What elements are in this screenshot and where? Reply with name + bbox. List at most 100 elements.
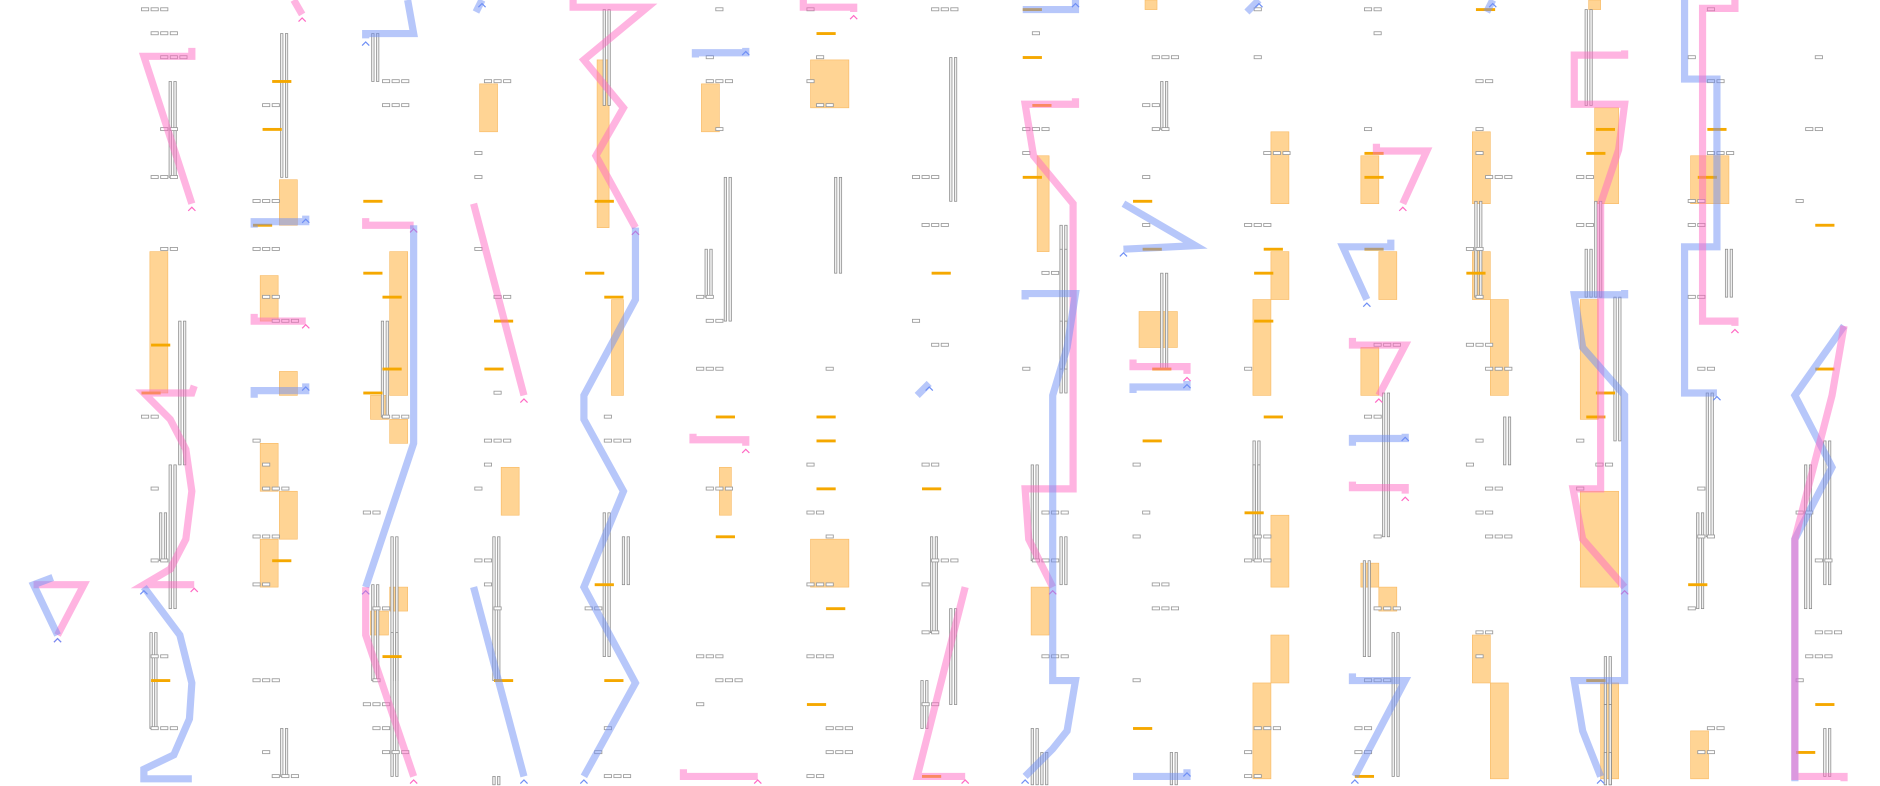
gray-box — [825, 103, 834, 108]
gray-box — [1504, 366, 1513, 371]
chevron-up-icon — [1362, 302, 1371, 308]
chevron-up-icon — [190, 587, 199, 593]
rail — [492, 776, 496, 786]
gray-box — [1041, 654, 1050, 659]
orange-tick — [1595, 391, 1616, 395]
blue-path — [1348, 673, 1412, 779]
gray-box — [391, 414, 400, 419]
gray-box — [806, 79, 815, 84]
orange-tick — [382, 655, 402, 659]
rail — [723, 176, 727, 322]
gray-box — [1051, 270, 1060, 275]
gray-box — [1132, 678, 1141, 683]
gray-box — [1465, 342, 1474, 347]
rail — [1696, 512, 1700, 610]
gray-box — [141, 7, 150, 12]
rail — [395, 632, 399, 777]
orange-block — [1030, 586, 1050, 636]
gray-box — [1805, 127, 1814, 132]
rail — [1589, 248, 1593, 298]
gray-box — [1364, 726, 1373, 731]
gray-box — [1475, 510, 1484, 515]
gray-box — [169, 726, 178, 731]
orange-tick — [1815, 367, 1835, 371]
orange-block — [1472, 634, 1491, 684]
chevron-up-icon — [298, 17, 307, 22]
gray-box — [382, 103, 391, 108]
rail — [838, 176, 843, 274]
gray-box — [362, 510, 371, 515]
rail — [626, 536, 630, 586]
orange-block — [1036, 155, 1050, 252]
pink-path — [1372, 143, 1433, 206]
rail — [1059, 536, 1063, 586]
gray-box — [1485, 342, 1494, 347]
gray-box — [940, 558, 949, 563]
rail — [159, 512, 163, 562]
rail — [1165, 81, 1169, 130]
gray-box — [372, 510, 381, 515]
chevron-up-icon — [301, 323, 310, 329]
chevron-up-icon — [925, 386, 934, 392]
gray-box — [705, 654, 714, 659]
gray-box — [931, 342, 940, 347]
orange-block — [1472, 131, 1491, 204]
gray-box — [1814, 654, 1823, 659]
gray-box — [503, 79, 512, 84]
orange-tick — [1254, 271, 1274, 275]
rail — [163, 512, 168, 562]
gray-box — [603, 438, 612, 443]
gray-box — [493, 79, 502, 84]
orange-tick — [151, 679, 171, 682]
gray-box — [696, 702, 705, 707]
gray-box — [483, 462, 493, 467]
blue-path — [362, 0, 418, 39]
orange-tick — [151, 343, 171, 347]
gray-box — [613, 774, 622, 779]
rail — [704, 248, 708, 298]
orange-block — [719, 466, 732, 516]
pink-path — [138, 47, 196, 205]
blue-path — [914, 380, 932, 398]
gray-box — [1132, 534, 1141, 539]
gray-box — [940, 7, 949, 12]
orange-block — [1360, 347, 1380, 396]
gray-box — [1485, 534, 1494, 539]
gray-box — [715, 366, 724, 371]
gray-box — [401, 79, 410, 84]
gray-box — [623, 438, 632, 443]
chevron-up-icon — [1254, 2, 1263, 8]
gray-box — [1244, 223, 1253, 227]
orange-block — [1588, 0, 1601, 10]
orange-block — [701, 83, 720, 133]
gray-box — [912, 175, 921, 179]
gray-box — [950, 7, 959, 12]
gray-box — [1697, 366, 1706, 371]
chevron-up-icon — [1350, 779, 1359, 785]
gray-box — [160, 7, 169, 12]
orange-tick — [594, 199, 614, 203]
gray-box — [806, 774, 815, 779]
pink-path — [679, 769, 758, 781]
orange-tick — [272, 559, 292, 563]
gray-box — [705, 486, 714, 491]
gray-box — [271, 103, 280, 108]
gray-box — [382, 79, 391, 84]
pink-path — [1348, 337, 1412, 398]
chevron-up-icon — [1401, 496, 1410, 502]
blue-path — [362, 225, 418, 589]
rail — [280, 728, 284, 777]
gray-box — [271, 774, 280, 779]
gray-box — [825, 654, 834, 659]
gray-box — [816, 774, 825, 779]
gray-box — [950, 558, 959, 563]
orange-block — [1378, 586, 1398, 612]
gray-box — [825, 534, 834, 539]
gray-box — [715, 654, 724, 659]
gray-box — [262, 534, 271, 539]
gray-box — [252, 199, 261, 203]
gray-box — [1151, 103, 1160, 108]
gray-box — [1475, 79, 1484, 84]
gray-box — [921, 630, 930, 635]
gray-box — [806, 462, 815, 467]
